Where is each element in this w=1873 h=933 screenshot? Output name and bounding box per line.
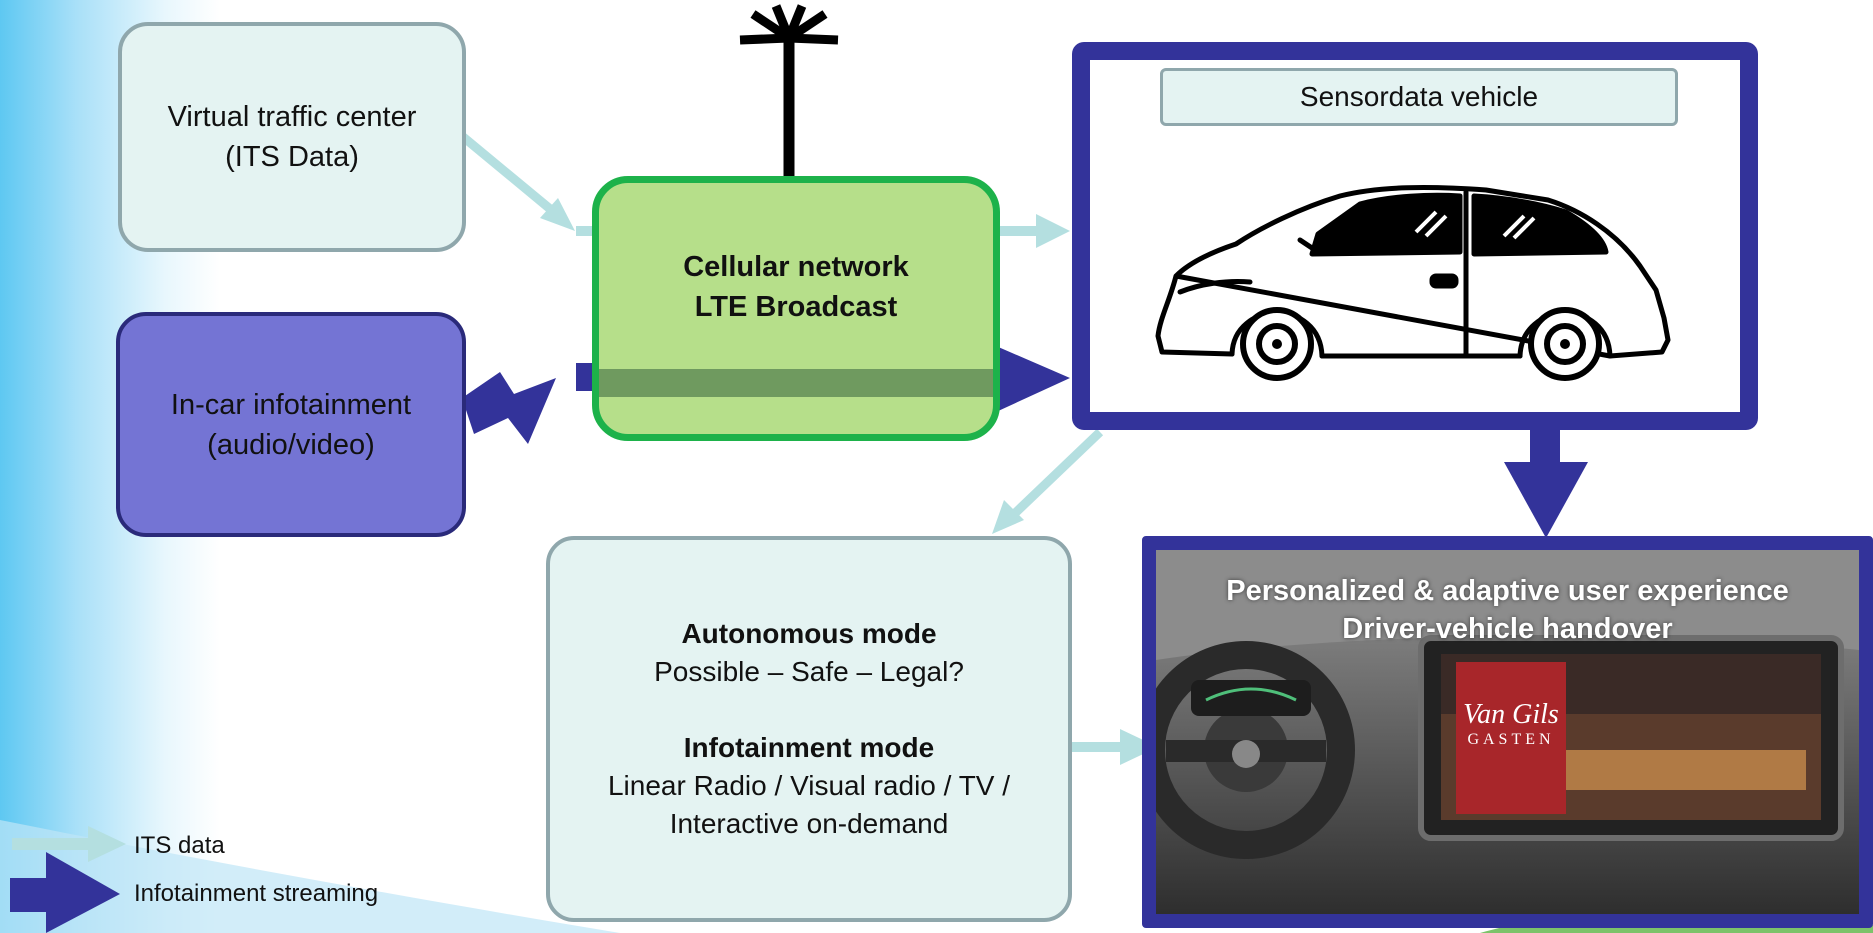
sensordata-vehicle-label: Sensordata vehicle — [1160, 68, 1678, 126]
legend-its-label: ITS data — [134, 832, 225, 859]
antenna-icon — [739, 4, 839, 178]
cellular-box-text: Cellular network LTE Broadcast — [683, 247, 909, 327]
infotainment-arrow-vehicle-to-ux — [1504, 430, 1588, 538]
center-screen — [1418, 635, 1844, 841]
its-arrow-traffic-to-cell — [459, 132, 575, 231]
legend-its-arrow — [12, 826, 126, 862]
infotainment-mode-title: Infotainment mode — [683, 732, 935, 763]
its-arrow-modes-to-ux — [1072, 729, 1158, 765]
infotainment-arrow-to-cell — [462, 363, 596, 444]
user-experience-box: Van Gils GASTEN Personalized & adaptive … — [1142, 536, 1873, 928]
infotainment-box-line2: (audio/video) — [207, 428, 375, 461]
cellular-box-line2: LTE Broadcast — [694, 290, 898, 323]
autonomous-mode-text: Possible – Safe – Legal? — [654, 656, 964, 687]
screen-logo: Van Gils GASTEN — [1456, 700, 1566, 750]
cellular-network-box: Cellular network LTE Broadcast — [592, 176, 1000, 441]
steering-wheel-icon — [1156, 641, 1355, 859]
modes-box: Autonomous mode Possible – Safe – Legal?… — [546, 536, 1072, 922]
virtual-traffic-center-box: Virtual traffic center (ITS Data) — [118, 22, 466, 252]
infotainment-band-through-cell — [599, 369, 993, 397]
ux-box-text: Personalized & adaptive user experience … — [1156, 572, 1859, 648]
ux-box-line2: Driver-vehicle handover — [1342, 613, 1673, 645]
infotainment-mode-line2: Interactive on-demand — [669, 808, 949, 839]
infotainment-mode-line1: Linear Radio / Visual radio / TV / — [607, 770, 1011, 801]
infotainment-box-line1: In-car infotainment — [170, 388, 412, 421]
cellular-box-line1: Cellular network — [683, 250, 909, 283]
screen-logo-line2: GASTEN — [1467, 731, 1555, 748]
in-car-infotainment-box: In-car infotainment (audio/video) — [116, 312, 466, 537]
screen-logo-line1: Van Gils — [1463, 699, 1559, 730]
infotainment-arrow-cell-to-vehicle — [996, 346, 1070, 412]
autonomous-mode-title: Autonomous mode — [681, 618, 937, 649]
its-box-line2: (ITS Data) — [225, 141, 359, 173]
its-arrow-vehicle-to-modes — [992, 428, 1104, 534]
ux-box-line1: Personalized & adaptive user experience — [1226, 575, 1789, 607]
car-interior-image — [1156, 550, 1859, 914]
legend-infotainment-label: Infotainment streaming — [134, 880, 379, 907]
legend-infotainment-arrow — [10, 852, 120, 933]
its-box-line1: Virtual traffic center — [167, 101, 417, 133]
